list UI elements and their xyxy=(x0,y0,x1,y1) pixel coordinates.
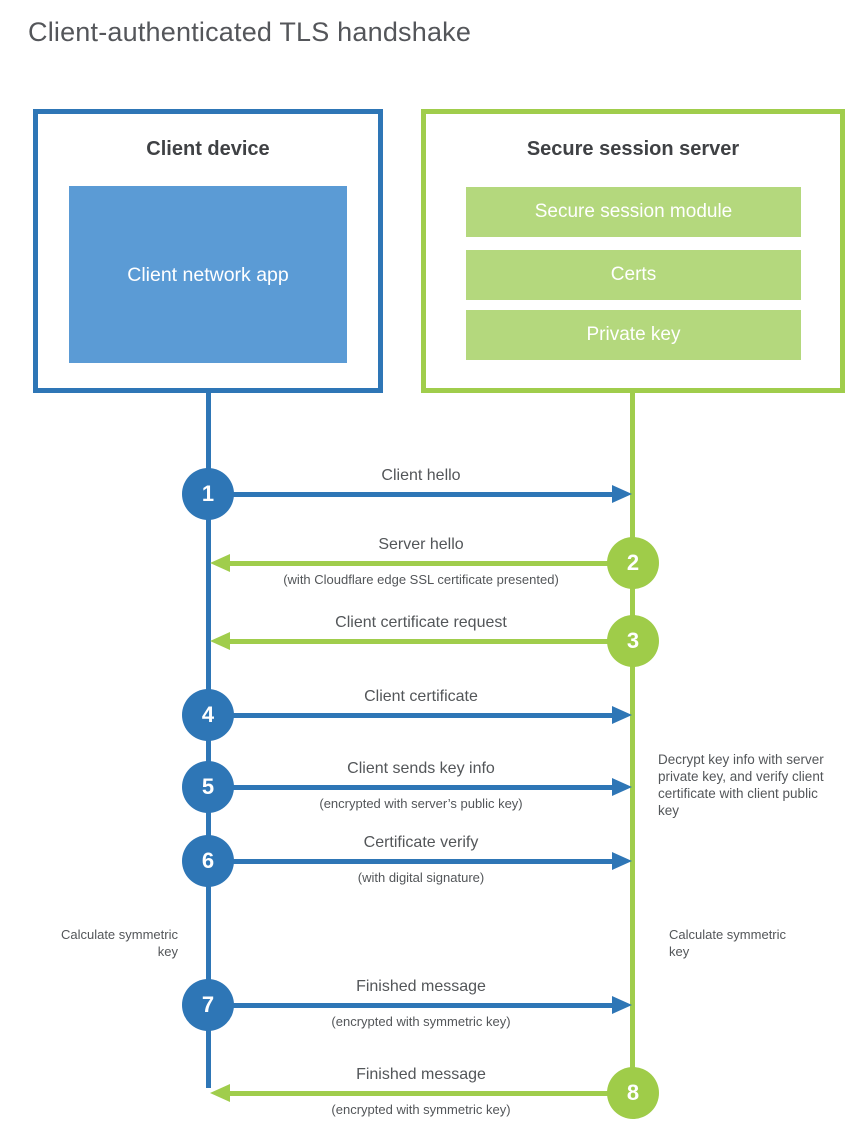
client-network-app-box: Client network app xyxy=(69,186,347,363)
step-sublabel: (encrypted with symmetric key) xyxy=(331,1014,511,1029)
secure-session-module-bar: Secure session module xyxy=(466,187,801,237)
client-network-app-label: Client network app xyxy=(127,263,289,286)
step-label: Client hello xyxy=(381,467,461,484)
step-circle: 8 xyxy=(607,1067,659,1119)
page-title: Client-authenticated TLS handshake xyxy=(28,17,472,47)
step-arrow xyxy=(230,639,609,644)
step-label: Certificate verify xyxy=(363,834,479,851)
step-circle: 4 xyxy=(182,689,234,741)
step-arrow xyxy=(230,561,609,566)
step-sublabel: (with Cloudflare edge SSL certificate pr… xyxy=(283,572,559,587)
arrowhead-left-icon xyxy=(210,554,230,572)
step-sublabel: (encrypted with symmetric key) xyxy=(331,1102,511,1117)
step-arrow xyxy=(210,785,612,790)
certs-bar: Certs xyxy=(466,250,801,300)
step-arrow xyxy=(210,1003,612,1008)
decrypt-note: Decrypt key info with server private key… xyxy=(658,752,824,818)
step-label: Client sends key info xyxy=(347,760,495,777)
step-circle: 7 xyxy=(182,979,234,1031)
step-circle: 6 xyxy=(182,835,234,887)
arrowhead-right-icon xyxy=(612,778,632,796)
arrowhead-left-icon xyxy=(210,632,230,650)
arrowhead-left-icon xyxy=(210,1084,230,1102)
step-circle: 3 xyxy=(607,615,659,667)
step-label: Client certificate request xyxy=(335,614,507,631)
step-label: Finished message xyxy=(356,978,486,995)
step-label: Client certificate xyxy=(364,688,478,705)
secure-session-server-title: Secure session server xyxy=(526,138,740,160)
private-key-bar: Private key xyxy=(466,310,801,360)
step-circle: 5 xyxy=(182,761,234,813)
client-device-title: Client device xyxy=(146,138,270,160)
arrowhead-right-icon xyxy=(612,485,632,503)
step-circle: 1 xyxy=(182,468,234,520)
calc-symmetric-key-left: Calculate symmetric key xyxy=(60,927,178,959)
arrowhead-right-icon xyxy=(612,852,632,870)
server-lifeline xyxy=(630,391,635,1093)
step-sublabel: (encrypted with server’s public key) xyxy=(319,796,523,811)
step-label: Server hello xyxy=(378,536,464,553)
arrowhead-right-icon xyxy=(612,706,632,724)
step-sublabel: (with digital signature) xyxy=(357,870,485,885)
arrowhead-right-icon xyxy=(612,996,632,1014)
step-circle: 2 xyxy=(607,537,659,589)
step-label: Finished message xyxy=(356,1066,486,1083)
step-arrow xyxy=(230,1091,609,1096)
step-arrow xyxy=(210,492,612,497)
calc-symmetric-key-right: Calculate symmetric key xyxy=(669,927,787,959)
step-arrow xyxy=(210,713,612,718)
step-arrow xyxy=(210,859,612,864)
